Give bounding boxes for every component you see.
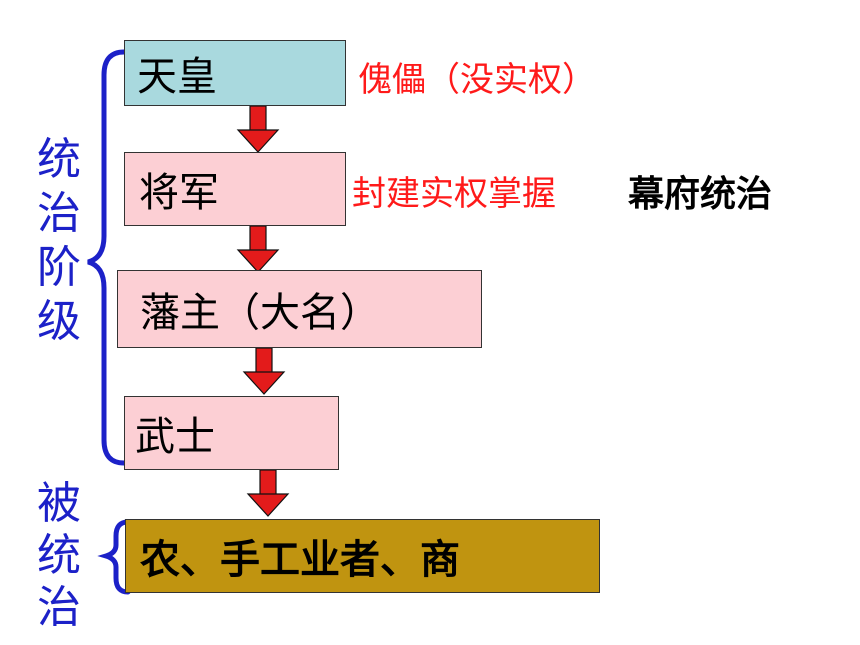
ruling-class-brace [87, 49, 127, 466]
bakufu-rule-note: 幕府统治 [628, 174, 773, 215]
emperor-label: 天皇 [137, 54, 217, 100]
samurai-box: 武士 [124, 396, 339, 470]
shogun-power-note: 封建实权掌握 [352, 174, 556, 214]
arrow-shogun-to-daimyo [237, 225, 279, 273]
emperor-note: 傀儡（没实权） [358, 60, 596, 100]
commoners-label: 农、手工业者、商 [140, 537, 460, 583]
arrow-samurai-to-commoners [247, 469, 289, 517]
shogun-label: 将军 [139, 170, 219, 216]
ruled-brace [97, 519, 131, 595]
emperor-box: 天皇 [124, 40, 346, 106]
commoners-box: 农、手工业者、商 [125, 519, 600, 593]
shogun-box: 将军 [124, 152, 346, 226]
arrow-daimyo-to-samurai [243, 347, 285, 395]
daimyo-box: 藩主（大名） [117, 270, 482, 348]
arrow-emperor-to-shogun [237, 105, 279, 153]
daimyo-label: 藩主（大名） [140, 290, 380, 336]
samurai-label: 武士 [135, 414, 215, 460]
ruled-class-label: 被统治 [37, 478, 81, 633]
ruling-class-label: 统治阶级 [37, 134, 81, 347]
